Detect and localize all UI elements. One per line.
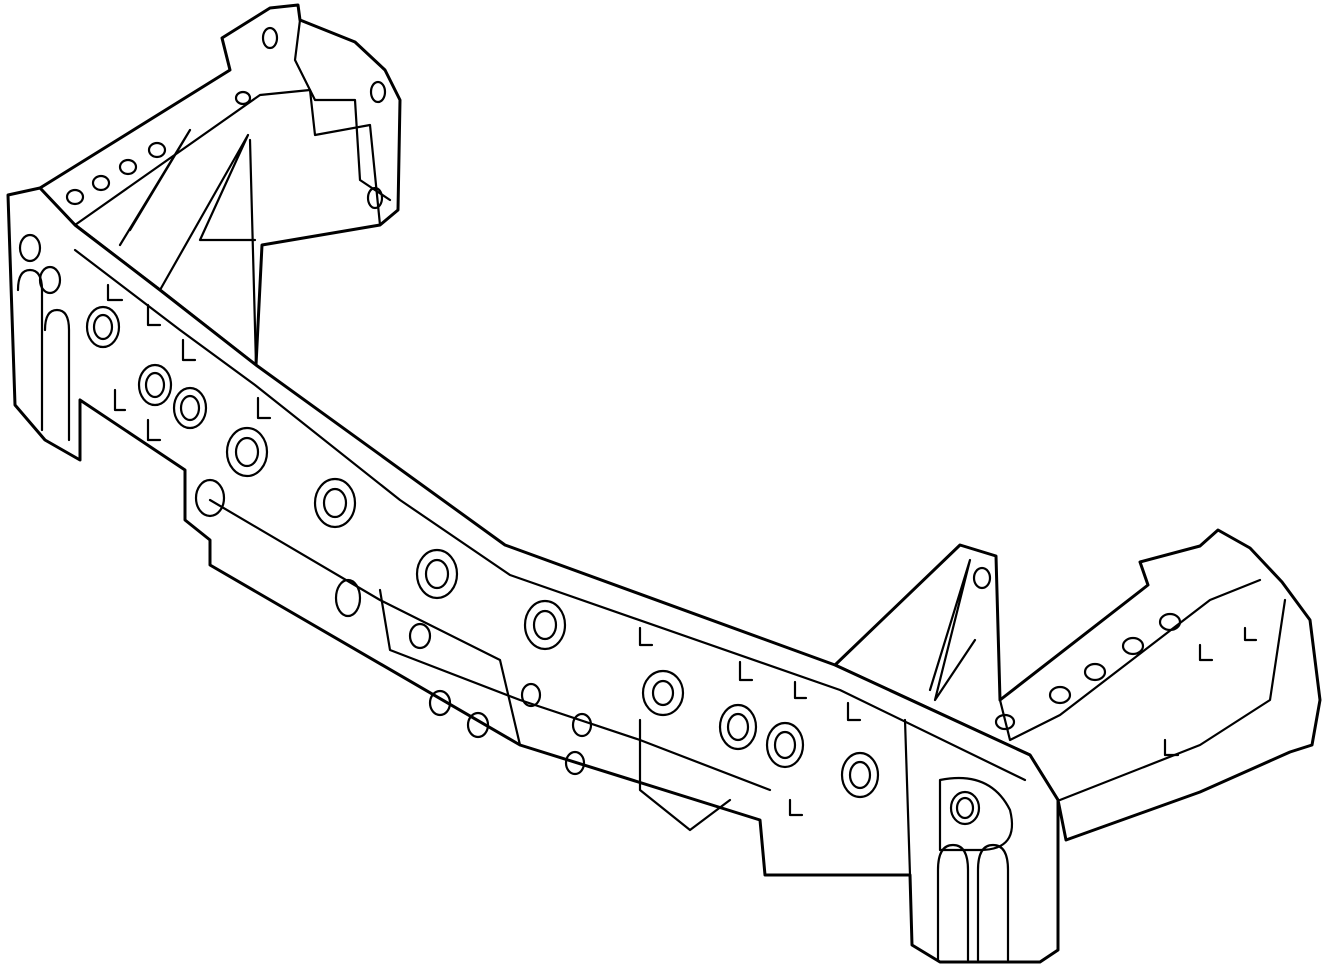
hole bbox=[322, 487, 348, 519]
hole bbox=[18, 233, 42, 263]
tab-mark bbox=[1243, 626, 1258, 642]
main-beam bbox=[6, 186, 1258, 964]
hole bbox=[415, 548, 459, 600]
hole bbox=[564, 750, 586, 776]
hole bbox=[234, 436, 260, 468]
hole bbox=[523, 599, 567, 651]
beam-face-line bbox=[903, 718, 912, 877]
hole bbox=[840, 751, 880, 799]
hole bbox=[313, 477, 357, 529]
small-holes bbox=[408, 622, 593, 776]
tab-mark bbox=[146, 418, 162, 442]
beam-face-line bbox=[378, 588, 772, 792]
tab-mark bbox=[738, 660, 754, 682]
hole bbox=[718, 703, 758, 751]
hole bbox=[1048, 685, 1072, 705]
right-rail bbox=[833, 528, 1322, 842]
hole bbox=[334, 578, 362, 618]
left-end-slot bbox=[16, 268, 44, 432]
hole bbox=[194, 478, 226, 518]
right-end-slot bbox=[936, 843, 970, 962]
hole bbox=[972, 566, 992, 590]
hole bbox=[641, 669, 685, 717]
tab-mark bbox=[106, 283, 124, 302]
hole bbox=[408, 622, 432, 650]
left-end-slot bbox=[43, 308, 71, 442]
hole bbox=[225, 426, 269, 478]
hole bbox=[949, 790, 981, 826]
hole bbox=[366, 186, 384, 210]
hole bbox=[1158, 612, 1182, 632]
tab-mark bbox=[793, 680, 808, 700]
hole bbox=[85, 305, 121, 349]
tab-mark bbox=[788, 798, 804, 817]
hole bbox=[144, 371, 166, 399]
hole bbox=[147, 141, 167, 159]
right-rail-edge bbox=[998, 578, 1262, 742]
tab-mark bbox=[846, 701, 862, 722]
tab-mark bbox=[1163, 738, 1180, 757]
hole bbox=[571, 712, 593, 738]
left-rail-edge bbox=[158, 133, 257, 292]
hole bbox=[137, 363, 173, 407]
hole bbox=[261, 26, 279, 50]
main-beam-outline bbox=[6, 186, 1060, 964]
hole bbox=[994, 713, 1016, 731]
hole bbox=[1083, 662, 1107, 682]
hole bbox=[848, 760, 872, 790]
tab-mark bbox=[146, 303, 162, 327]
hole bbox=[651, 679, 675, 707]
hole bbox=[1121, 636, 1145, 656]
tab-mark bbox=[256, 396, 272, 420]
hole bbox=[520, 682, 542, 708]
ringed-holes bbox=[85, 305, 880, 799]
right-end-slot bbox=[976, 843, 1010, 962]
tab-mark bbox=[638, 626, 654, 647]
left-rail-edge bbox=[248, 138, 258, 367]
tab-mark bbox=[181, 338, 197, 362]
tab-mark bbox=[1198, 643, 1214, 662]
hole bbox=[234, 90, 252, 106]
hole bbox=[424, 558, 450, 590]
hole bbox=[428, 689, 452, 717]
hole bbox=[65, 188, 85, 206]
hole bbox=[92, 313, 114, 341]
hole bbox=[532, 609, 558, 641]
beam-face-line bbox=[638, 718, 732, 832]
tab-mark bbox=[113, 388, 127, 412]
hole bbox=[38, 265, 62, 295]
right-rail-edge bbox=[928, 558, 977, 702]
hole bbox=[369, 80, 387, 104]
right-end-pocket bbox=[938, 776, 1014, 852]
left-rail-edge bbox=[118, 128, 192, 247]
left-rail-edge bbox=[73, 88, 382, 227]
tab-marks bbox=[106, 283, 1258, 817]
beam-face-line bbox=[208, 498, 522, 747]
hole bbox=[172, 386, 208, 430]
hole bbox=[91, 174, 111, 192]
left-rail-edge bbox=[293, 18, 392, 202]
hole bbox=[773, 730, 797, 760]
hole bbox=[765, 721, 805, 769]
left-rail bbox=[38, 3, 402, 367]
hole bbox=[466, 711, 490, 739]
right-rail-edge bbox=[1058, 598, 1287, 802]
hole bbox=[726, 712, 750, 742]
hole bbox=[118, 158, 138, 176]
hole bbox=[179, 394, 201, 422]
hole bbox=[955, 796, 975, 820]
beam-face-top bbox=[73, 248, 1027, 782]
